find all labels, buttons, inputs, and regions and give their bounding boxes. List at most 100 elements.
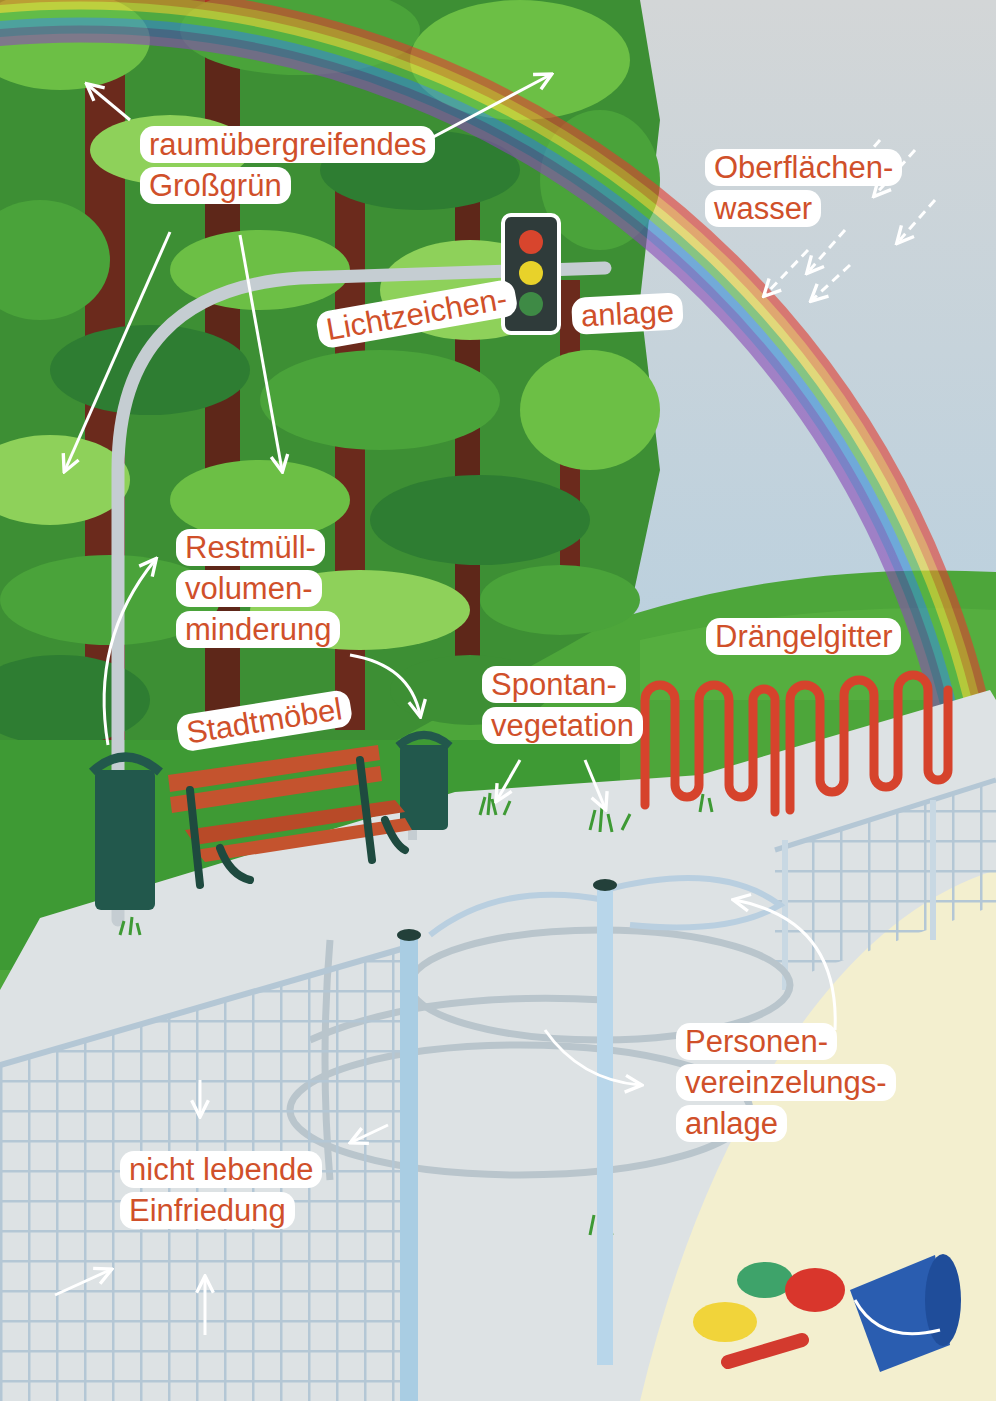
callout-label: raumübergreifendes Großgrün <box>140 125 435 207</box>
rain-arrows <box>812 265 850 300</box>
sand-toys <box>728 1340 802 1362</box>
rainbow <box>0 0 996 920</box>
trees <box>170 230 350 310</box>
bench <box>168 745 412 885</box>
label-text: raumübergreifendes Großgrün <box>140 126 435 204</box>
label-text: Personen- vereinzelungs- anlage <box>676 1023 896 1142</box>
waste-bins <box>400 745 448 830</box>
left-fence <box>400 935 418 1401</box>
sand-toys <box>855 1300 940 1334</box>
trees <box>170 460 350 540</box>
waste-bins <box>92 757 160 772</box>
grass-tufts <box>480 793 510 815</box>
traffic-light <box>519 261 543 285</box>
label-text: Stadtmöbel <box>175 689 353 753</box>
leader-arrows <box>352 1125 388 1142</box>
leader-arrows <box>497 760 520 800</box>
rain-arrows <box>898 200 935 242</box>
callout-label: Oberflächen- wasser <box>705 148 902 230</box>
sand-toys <box>785 1268 845 1312</box>
leader-arrows <box>545 1030 640 1085</box>
right-fence <box>775 780 996 990</box>
rainbow <box>0 30 970 920</box>
leader-arrows <box>204 1278 207 1335</box>
trees <box>370 475 590 565</box>
callout-label: Drängelgitter <box>706 617 901 658</box>
left-fence <box>397 929 421 941</box>
trees <box>0 200 110 320</box>
leader-arrows <box>199 1080 202 1115</box>
label-block: Spontan- vegetation <box>482 665 643 747</box>
waste-bins <box>92 735 450 910</box>
right-fence <box>775 780 996 850</box>
label-text: Spontan- vegetation <box>482 666 643 744</box>
label-block: Oberflächen- wasser <box>705 148 902 230</box>
ground <box>640 870 996 1401</box>
right-fence <box>930 800 936 940</box>
callout-label: Restmüll- volumen- minderung <box>176 528 340 651</box>
callout-label: Stadtmöbel <box>175 688 354 756</box>
traffic-light <box>503 215 559 333</box>
label-block: anlage <box>571 291 684 338</box>
label-text: Drängelgitter <box>706 618 901 655</box>
ground <box>0 690 996 1401</box>
rain-arrows <box>808 230 845 272</box>
barrier-gate <box>645 685 775 812</box>
sand-toys <box>737 1262 793 1298</box>
leader-arrows <box>240 235 282 470</box>
bench <box>170 766 382 813</box>
label-text: nicht lebende Einfriedung <box>120 1151 322 1229</box>
leader-arrows <box>585 760 605 808</box>
light-pole <box>118 268 605 920</box>
leader-arrows <box>735 900 835 1030</box>
label-block: Restmüll- volumen- minderung <box>176 528 340 651</box>
light-pole <box>118 268 605 920</box>
waste-bins <box>95 770 155 910</box>
rainbow <box>0 0 996 920</box>
ground <box>0 690 996 1401</box>
sand-toys <box>693 1302 757 1342</box>
leader-arrows <box>65 232 170 470</box>
callout-label: Spontan- vegetation <box>482 665 643 747</box>
leader-arrows <box>55 1270 110 1295</box>
label-text: Restmüll- volumen- minderung <box>176 529 340 648</box>
waste-bins <box>398 735 450 746</box>
left-fence <box>0 945 415 1065</box>
trees <box>520 350 660 470</box>
trees <box>260 350 500 450</box>
callout-label: nicht lebende Einfriedung <box>120 1150 350 1232</box>
leader-arrows <box>55 75 835 1335</box>
label-block: raumübergreifendes Großgrün <box>140 125 435 207</box>
leader-arrows <box>104 560 155 745</box>
label-block: Stadtmöbel <box>175 688 354 756</box>
callout-label: Personen- vereinzelungs- anlage <box>676 1022 896 1145</box>
left-fence <box>0 945 415 1401</box>
label-block: Lichtzeichen- <box>314 277 519 352</box>
label-text: Oberflächen- wasser <box>705 149 902 227</box>
barrier-gate <box>645 675 948 812</box>
right-fence <box>775 780 996 985</box>
label-text: Lichtzeichen- <box>315 278 519 349</box>
leader-arrows <box>350 655 420 715</box>
leader-arrows <box>88 85 130 120</box>
bench <box>190 760 405 885</box>
trees <box>0 435 130 525</box>
traffic-light <box>519 230 543 254</box>
trees <box>480 565 640 635</box>
turnstile <box>593 879 617 891</box>
label-block: Personen- vereinzelungs- anlage <box>676 1022 896 1145</box>
barrier-gate <box>790 675 948 810</box>
label-block: nicht lebende Einfriedung <box>120 1150 350 1232</box>
left-fence <box>0 929 421 1401</box>
trees <box>0 655 150 745</box>
rainbow <box>0 0 996 920</box>
rain-arrows <box>765 250 808 295</box>
traffic-light <box>519 292 543 316</box>
label-text: anlage <box>571 292 684 335</box>
rainbow <box>0 38 962 920</box>
traffic-light <box>503 215 559 333</box>
label-block: Drängelgitter <box>706 617 901 658</box>
callout-label: anlage <box>571 291 684 338</box>
